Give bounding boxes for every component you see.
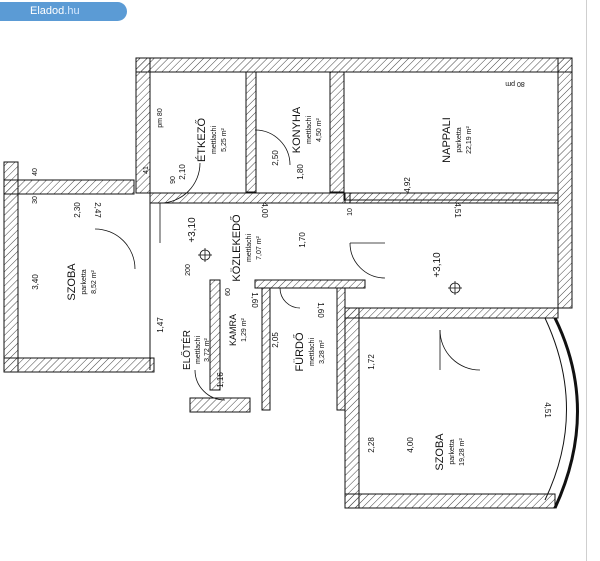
room-etkezo-name: ÉTKEZŐ xyxy=(194,118,208,162)
dim-kozl-b: 1,70 xyxy=(298,232,307,248)
watermark-tld: .hu xyxy=(64,5,80,17)
level-a: +3,10 xyxy=(187,217,198,243)
room-szoba2-floor: parketta xyxy=(449,439,456,464)
door-nappali xyxy=(349,242,386,279)
dim-furdo-w: 1,60 xyxy=(316,302,325,318)
room-konyha-area: 4,50 m² xyxy=(316,117,323,141)
door-konyha xyxy=(254,129,291,166)
window-pm80-right: 80 pm xyxy=(505,80,525,87)
dim-szoba2-c: 2,28 xyxy=(367,437,376,453)
room-kamra-name: KAMRA xyxy=(228,314,238,346)
wall-furdo-top xyxy=(254,279,366,289)
door-dim-40: 40 xyxy=(32,168,39,176)
door-dim-41: 41 xyxy=(143,166,150,174)
room-nappali-name: NAPPALI xyxy=(441,117,453,163)
room-szoba2-area: 19,28 m² xyxy=(459,438,466,466)
dim-etkezo-d: 2,50 xyxy=(271,150,280,166)
door-dim-10: 10 xyxy=(347,208,354,216)
dim-szoba1-c: 2,30 xyxy=(73,202,82,218)
door-dim-200: 200 xyxy=(185,264,192,276)
wall-right xyxy=(557,57,573,309)
room-etkezo-floor: mettlachi xyxy=(211,126,218,154)
wall-szoba-bottom xyxy=(3,357,155,373)
wall-szoba-top xyxy=(3,179,135,195)
room-outlines xyxy=(17,72,579,509)
door-etkezo xyxy=(159,162,201,204)
window-pm80-left: pm 80 xyxy=(157,108,164,128)
dim-nappali-a: 4,92 xyxy=(403,177,412,193)
room-eloter-area: 3,72 m² xyxy=(204,337,211,361)
walls xyxy=(3,57,573,509)
room-szoba1-area: 8,52 m² xyxy=(91,269,98,293)
dim-szoba2-a: 4,00 xyxy=(406,437,415,453)
level-marks xyxy=(198,248,462,295)
room-kozlekedo-area: 7,07 m² xyxy=(256,235,263,259)
drawing-frame xyxy=(586,0,587,561)
level-labels: +3,10 +3,10 xyxy=(187,217,443,278)
dim-szoba1-b: 2,47 xyxy=(93,202,102,218)
watermark-badge: Eladod.hu xyxy=(0,2,127,21)
wall-furdo-left xyxy=(261,287,271,411)
dimension-labels: 2,10 2,50 1,80 4,92 4,51 4,00 1,70 3,40 … xyxy=(31,150,552,453)
dim-szoba2-d: 1,72 xyxy=(367,354,376,370)
dim-furdo-d: 2,05 xyxy=(271,332,280,348)
wall-entry xyxy=(189,397,251,413)
door-dimension-labels: 90 200 60 10 30 40 41 pm 80 80 pm xyxy=(32,80,525,296)
room-szoba2-name: SZOBA xyxy=(434,433,446,471)
dim-eloter-b: 1,16 xyxy=(216,372,225,388)
door-szoba2 xyxy=(439,329,481,371)
room-nappali-area: 22,19 m² xyxy=(466,126,473,154)
dim-eloter-a: 1,47 xyxy=(156,317,165,333)
dim-kozl-a: 4,00 xyxy=(260,202,269,218)
dim-kamra-a: 1,60 xyxy=(250,292,259,308)
room-kozlekedo-name: KÖZLEKEDŐ xyxy=(229,214,243,282)
door-dim-90: 90 xyxy=(170,176,177,184)
door-dim-30: 30 xyxy=(32,196,39,204)
room-szoba1-name: SZOBA xyxy=(66,263,78,301)
level-b: +3,10 xyxy=(432,252,443,278)
dim-szoba1-a: 3,40 xyxy=(31,274,40,290)
wall-szoba2-bottom xyxy=(344,493,556,509)
wall-top xyxy=(135,57,573,73)
room-konyha-floor: mettlachi xyxy=(306,116,313,144)
room-etkezo-area: 5,25 m² xyxy=(221,127,228,151)
room-kamra-area: 1,29 m² xyxy=(241,317,248,341)
room-nappali-floor: parketta xyxy=(456,127,463,152)
room-eloter-name: ELŐTÉR xyxy=(179,330,193,370)
room-furdo-area: 3,28 m² xyxy=(319,339,326,363)
room-furdo-floor: mettlachi xyxy=(309,338,316,366)
doors xyxy=(94,129,481,401)
dim-nappali-b: 4,51 xyxy=(453,202,462,218)
door-eloter xyxy=(194,369,226,401)
door-furdo xyxy=(279,287,301,309)
door-szoba1 xyxy=(94,228,136,270)
room-labels: ÉTKEZŐ mettlachi 5,25 m² KONYHA mettlach… xyxy=(66,106,473,471)
room-szoba1-floor: parketta xyxy=(81,269,88,294)
dim-szoba2-b: 4,51 xyxy=(543,402,552,418)
wall-furdo-right xyxy=(336,287,346,411)
room-kozlekedo-floor: mettlachi xyxy=(246,234,253,262)
room-furdo-name: FÜRDŐ xyxy=(292,332,306,372)
dim-konyha-w: 1,80 xyxy=(296,164,305,180)
wall-szoba2-top xyxy=(344,307,559,319)
watermark-brand: Eladod xyxy=(30,5,65,17)
wall-szoba2-left xyxy=(344,307,360,509)
dim-etkezo-w: 2,10 xyxy=(178,164,187,180)
room-konyha-name: KONYHA xyxy=(291,106,303,153)
wall-kamra-left xyxy=(209,279,221,391)
wall-nappali-bottom xyxy=(344,192,559,204)
room-eloter-floor: mettlachi xyxy=(195,336,202,364)
door-dim-60: 60 xyxy=(225,288,232,296)
wall-etkezo-konyha xyxy=(245,71,257,193)
wall-konyha-right xyxy=(329,71,345,193)
